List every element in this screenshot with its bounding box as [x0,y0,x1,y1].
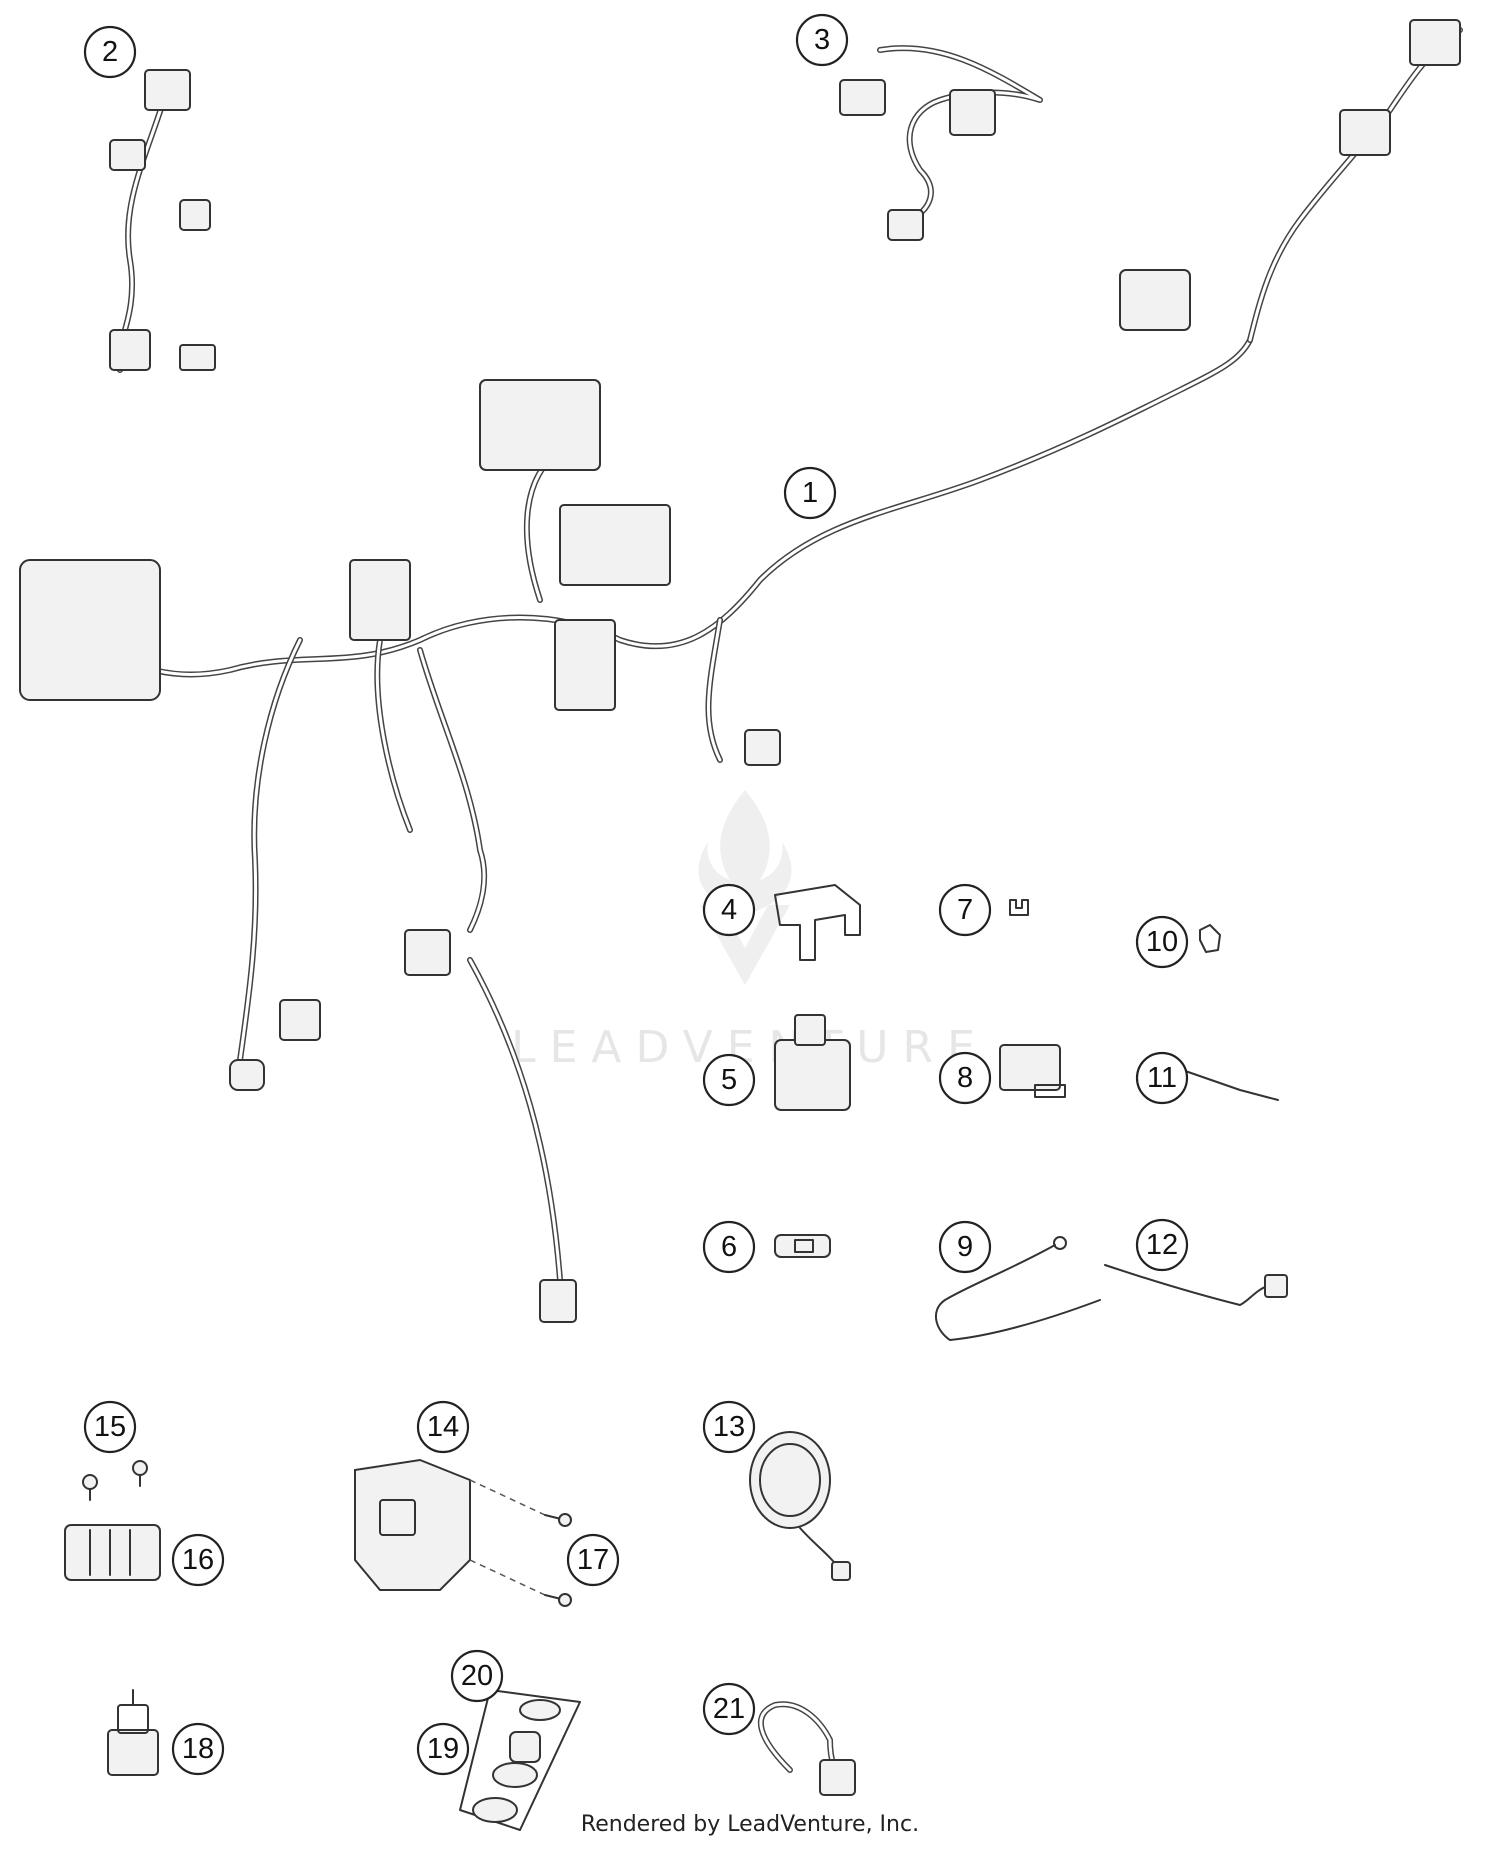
callout-label-18: 18 [182,1733,214,1765]
part-9 [935,1236,1101,1341]
callout-label-16: 16 [182,1544,214,1576]
part-21 [757,1701,856,1796]
part-18 [107,1689,159,1776]
callout-21: 21 [702,1682,756,1736]
part-13 [749,1431,851,1581]
callout-16: 16 [171,1533,225,1587]
part-10 [1199,924,1221,953]
part-12 [1104,1264,1288,1306]
callout-2: 2 [83,25,137,79]
callout-label-19: 19 [427,1733,459,1765]
callout-label-6: 6 [721,1231,737,1263]
callout-label-21: 21 [713,1693,745,1725]
callout-label-20: 20 [461,1660,493,1692]
credit-text: Rendered by LeadVenture, Inc. [581,1812,919,1837]
sub-harness-2 [109,69,216,373]
callout-label-7: 7 [957,894,973,926]
callout-label-4: 4 [721,894,737,926]
part-4 [774,884,861,961]
callout-label-10: 10 [1146,926,1178,958]
callout-3: 3 [795,13,849,67]
callout-label-2: 2 [102,36,118,68]
callout-11: 11 [1135,1051,1189,1105]
callout-label-13: 13 [713,1411,745,1443]
part-8 [999,1044,1066,1098]
callout-20: 20 [450,1649,504,1703]
callout-8: 8 [938,1051,992,1105]
callout-14: 14 [416,1400,470,1454]
callout-10: 10 [1135,915,1189,969]
callout-5: 5 [702,1053,756,1107]
callout-12: 12 [1135,1218,1189,1272]
callout-label-11: 11 [1147,1062,1177,1094]
callout-1: 1 [783,466,837,520]
callout-9: 9 [938,1220,992,1274]
callout-18: 18 [171,1722,225,1776]
callout-label-17: 17 [577,1544,609,1576]
callout-17: 17 [566,1533,620,1587]
part-16 [64,1524,161,1581]
callout-label-5: 5 [721,1064,737,1096]
callout-label-12: 12 [1146,1229,1178,1261]
callout-7: 7 [938,883,992,937]
callout-4: 4 [702,883,756,937]
watermark: LEADVENTURE [511,790,975,1073]
callout-label-9: 9 [957,1231,973,1263]
part-17 [544,1513,572,1607]
sub-harness-3 [839,45,1043,241]
callout-label-14: 14 [427,1411,459,1443]
callout-19: 19 [416,1722,470,1776]
callout-label-8: 8 [957,1062,973,1094]
callout-label-3: 3 [814,24,830,56]
callout-label-1: 1 [802,477,818,509]
callout-6: 6 [702,1220,756,1274]
part-5 [774,1014,851,1111]
callout-15: 15 [83,1400,137,1454]
callout-13: 13 [702,1400,756,1454]
parts-19-20-kit [459,1689,581,1831]
part-14 [354,1458,546,1596]
part-6 [774,1234,831,1258]
flame-logo-icon [698,790,792,915]
callout-label-15: 15 [94,1411,126,1443]
part-15 [82,1460,148,1501]
main-wiring-harness [19,19,1463,1323]
part-7 [1009,899,1029,916]
